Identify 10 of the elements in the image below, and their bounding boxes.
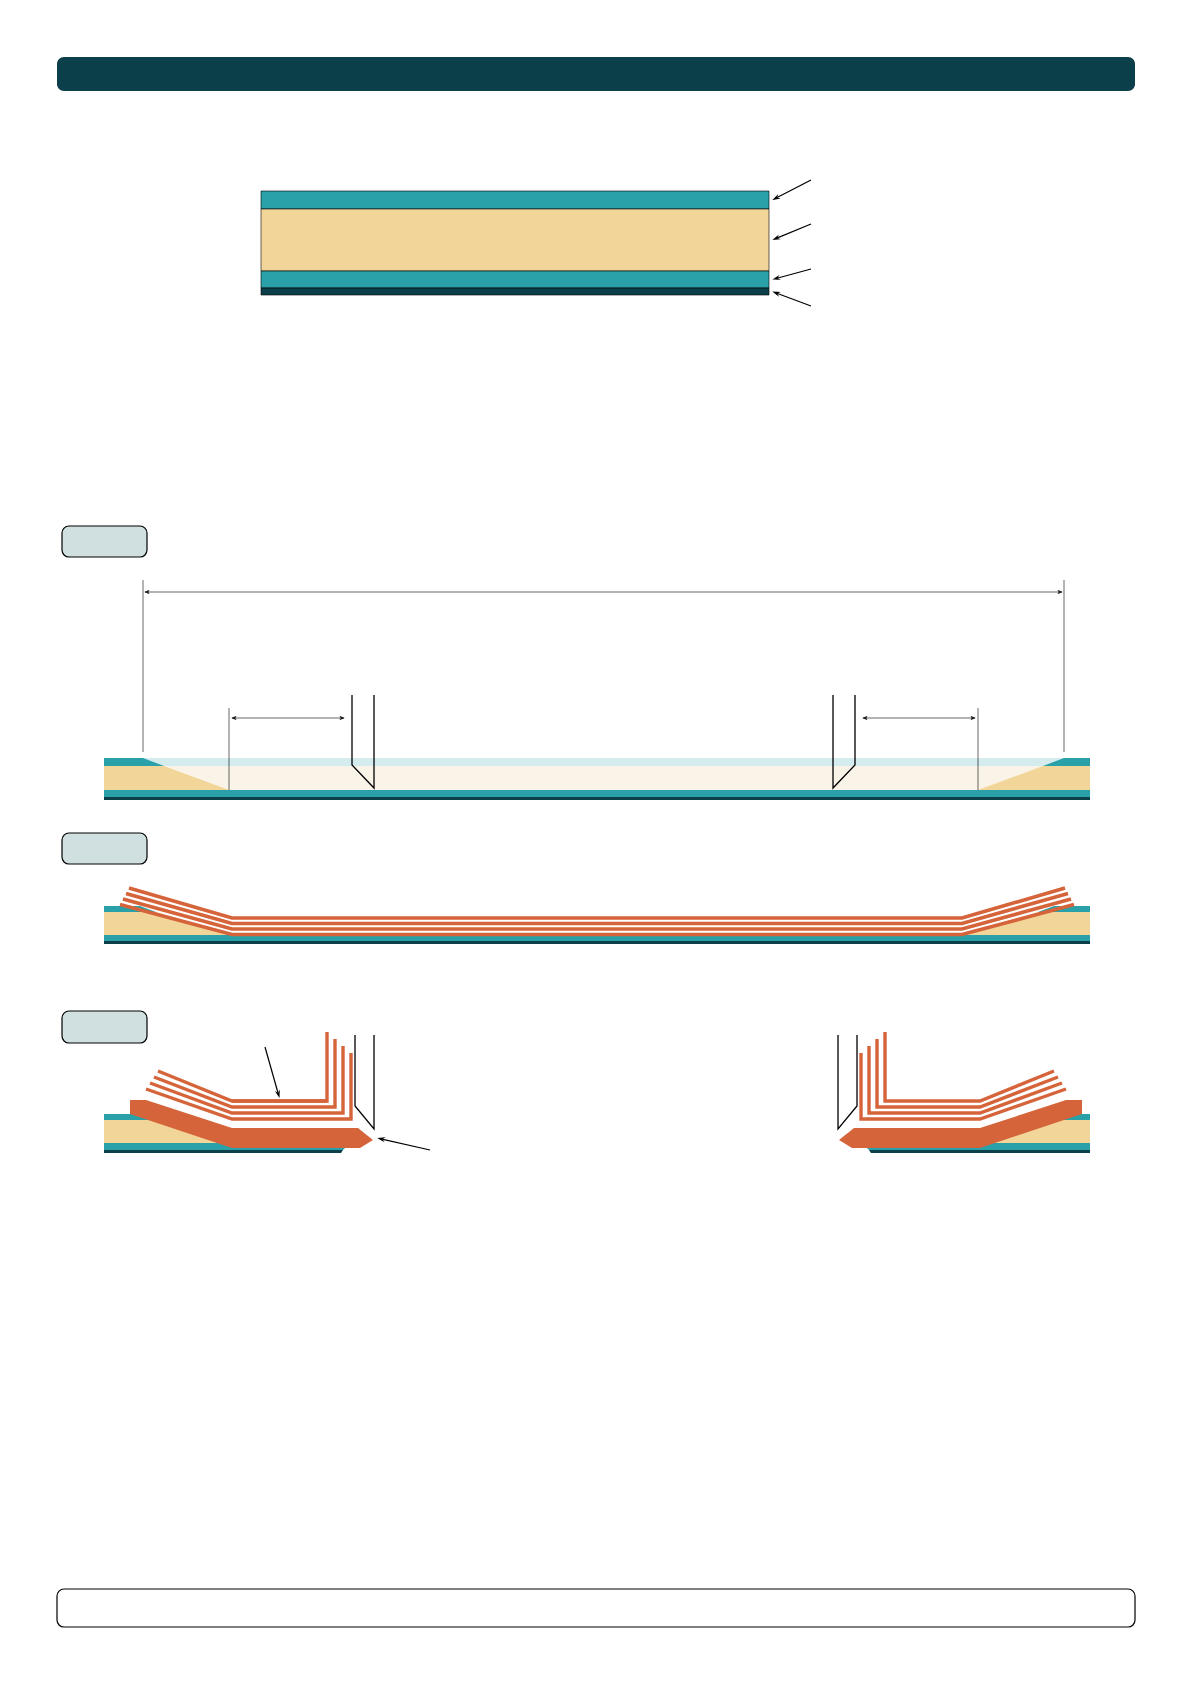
header-bar — [57, 57, 1135, 91]
filler-ply — [130, 1100, 373, 1148]
step-badge — [61, 1010, 148, 1044]
backing-layer — [260, 287, 770, 296]
ply-strip — [232, 1099, 327, 1103]
step-badge — [61, 832, 148, 865]
step-badge — [61, 525, 148, 558]
core-layer — [260, 208, 770, 272]
skin-layer — [260, 190, 770, 210]
footer-bar — [56, 1588, 1136, 1628]
